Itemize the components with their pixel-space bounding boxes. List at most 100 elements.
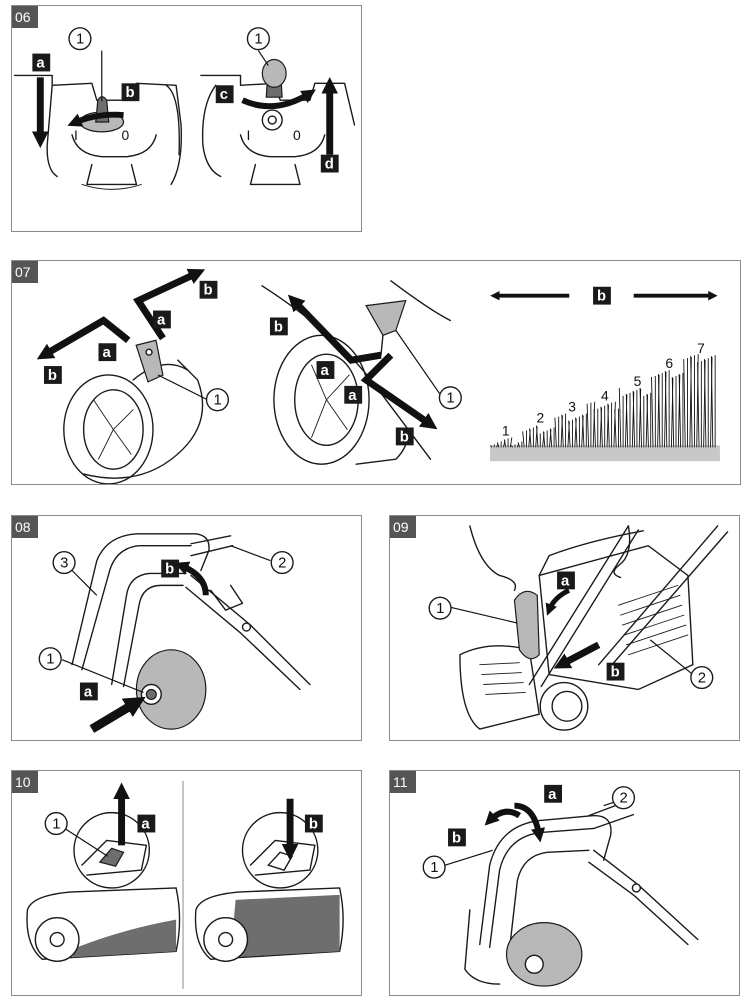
grass-blade [651,376,654,448]
panel-number-06: 06 [12,6,38,28]
leader-1-right [257,50,269,66]
arrow-b-rotate [67,111,124,127]
grass-blade [618,387,622,448]
label-b: b [126,85,135,101]
arrow-a-b-up [133,268,206,341]
callout-11-2: 2 [620,791,628,807]
arrow-09-a [545,588,571,616]
label-07-b4: b [400,429,409,445]
callout-10-1: 1 [52,816,60,832]
grass-ground [489,445,720,462]
grass-blade [522,431,525,448]
grass-blade [568,420,571,448]
label-a-box [32,53,51,72]
illustration-handle-fold-08: b a 3 2 1 [38,533,311,733]
arrow-09-b [553,641,601,669]
grass-blade [592,401,596,448]
grass-blade [517,442,520,448]
grass-blade [646,393,649,448]
arrow-08-b [174,561,209,596]
panel-08: 08 b a 3 2 1 [11,515,362,741]
label-c-box [215,85,234,104]
grass-blade [671,376,675,448]
callout-08-1: 1 [46,652,54,668]
label-07-a1: a [157,312,166,328]
illustration-fill-indicator-10: a 1 b [26,780,344,990]
grass-blade [561,414,564,448]
mark-0-left: 0 [122,127,130,143]
callout-07-1-right: 1 [446,391,454,407]
grass-blade [490,445,493,448]
label-11-b: b [452,830,461,846]
panel-number-09: 09 [390,516,416,538]
lever-07-left [135,339,164,383]
label-07-a4: a [348,388,357,404]
grass-blade [657,373,661,448]
fill-level-full [230,894,340,958]
label-07-b2: b [48,368,57,384]
grass-blade [697,362,700,448]
grass-blade [509,437,513,448]
grass-blade [600,406,603,448]
grass-blade [639,387,642,448]
label-07-a2: a [102,345,111,361]
lever-knob-right [261,58,287,88]
panel-number-08: 08 [12,516,38,538]
indicator-up [98,847,125,867]
panel-09: 09 a b 1 2 [389,515,740,741]
label-07-b5: b [597,289,606,305]
height-7: 7 [697,340,705,356]
arrow-c-rotate [241,89,316,110]
grass-blade [549,428,553,448]
height-1: 1 [502,422,510,438]
grass-blade [704,359,707,448]
grass-blade [678,373,682,448]
zoom-circle-right [241,811,319,889]
grass-blade [683,359,686,448]
height-6: 6 [665,355,673,371]
arrow-11-a [514,802,546,843]
grass-blade [536,425,539,448]
callout-1-left-circle [68,27,92,51]
grass-blade [607,403,610,448]
label-09-a: a [561,573,570,589]
label-07-b1: b [204,283,213,299]
grass-blade [586,403,590,448]
label-d-box [320,154,339,173]
illustration-height-adjust-07: b a a b 1 b a a b 1 b [36,268,720,484]
panel-10: 10 a 1 b [11,770,362,996]
panel-07: 07 b a a b 1 b [11,260,741,485]
callout-09-2: 2 [698,671,706,687]
label-10-b: b [309,816,318,832]
callout-08-3: 3 [60,556,68,572]
flap-09 [513,590,540,660]
grass-blade [613,401,616,448]
grass-blade [625,393,629,448]
height-2: 2 [537,410,545,426]
mark-I-left: I [74,127,78,143]
arrow-07m-down [360,352,438,430]
mark-0-right: 0 [293,127,301,143]
arrow-a-b-down [36,316,131,360]
grass-blade [710,356,714,448]
illustration-height-lever-06: I 0 I 0 a b c d 1 1 [13,27,356,190]
illustration-grass-box-09: a b 1 2 [428,525,729,731]
label-07-a3: a [320,363,329,379]
arrow-08-a [89,696,146,733]
fill-level-low [72,919,177,958]
grass-blade [575,417,578,448]
label-09-b: b [611,665,620,681]
lever-07-middle [365,299,407,337]
callout-1-left: 1 [76,32,84,48]
label-b-box [121,83,140,102]
label-08-a: a [84,684,93,700]
grass-blade [554,417,557,448]
grass-blade [582,414,585,448]
callout-11-1: 1 [430,860,438,876]
panel-number-10: 10 [12,771,38,793]
knob-11 [505,922,583,987]
panel-number-11: 11 [390,771,416,793]
mark-I-right: I [246,127,250,143]
grass-blade [542,431,546,448]
grass-blade [664,371,668,448]
